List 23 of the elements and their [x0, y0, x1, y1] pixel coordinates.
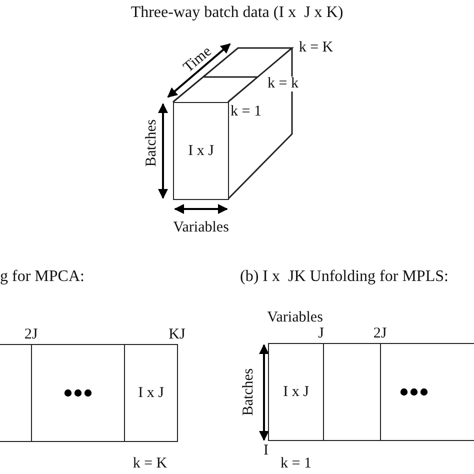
axis-label: Time — [181, 44, 215, 76]
column-index: 2J — [24, 328, 38, 342]
column-index: J — [318, 326, 324, 342]
diagram-title: Three-way batch data (I x J x K) — [130, 5, 344, 21]
cube-front-face — [173, 102, 229, 200]
row-index: I — [264, 444, 268, 458]
block-label: I x J — [283, 384, 309, 400]
slice-label: k = k — [268, 76, 298, 92]
column-index: KJ — [168, 328, 186, 342]
axis-label: Variables — [267, 310, 323, 326]
axis-label: Variables — [173, 220, 229, 236]
axis-label: Batches — [242, 368, 256, 416]
matrix-block — [323, 343, 381, 441]
block-label: I x J — [188, 142, 214, 160]
matrix-block — [380, 343, 474, 441]
block-label: I x J — [138, 384, 164, 402]
matrix-block — [124, 344, 178, 442]
column-index: 2J — [373, 326, 387, 342]
panel-heading: g for MPCA: — [0, 269, 84, 285]
matrix-block — [31, 344, 125, 442]
panel-heading: (b) I x JK Unfolding for MPLS: — [240, 269, 448, 285]
axis-label: Batches — [144, 119, 160, 167]
matrix-block — [268, 343, 324, 441]
